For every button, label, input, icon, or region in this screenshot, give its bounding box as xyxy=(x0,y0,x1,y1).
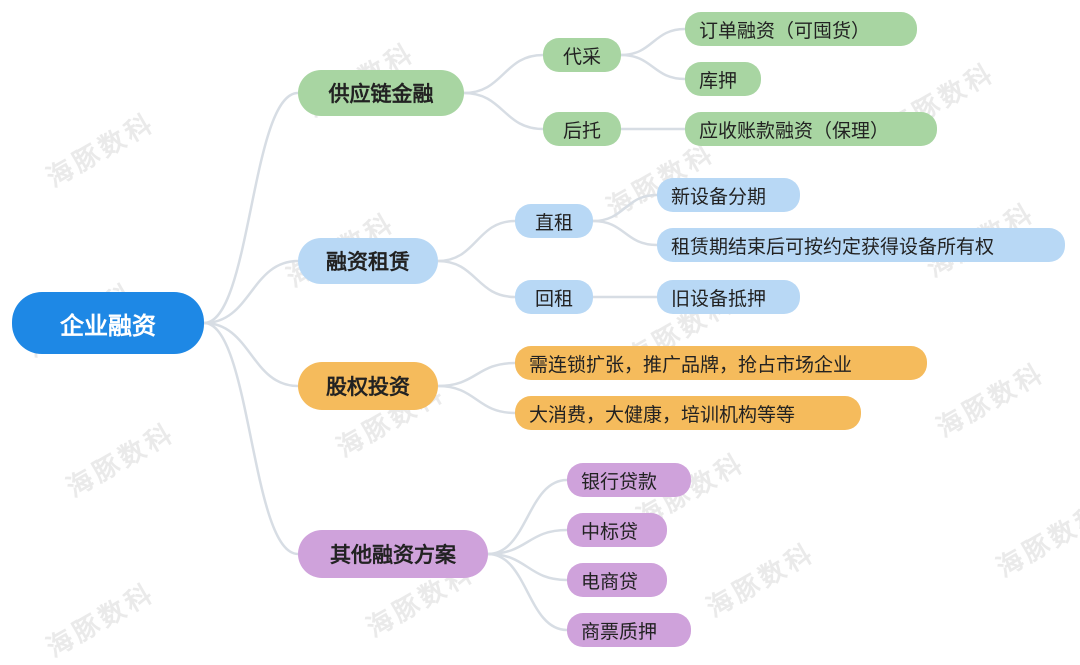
leaf-ownership-after-lease: 租赁期结束后可按约定获得设备所有权 xyxy=(657,228,1065,262)
leaf-new-equipment-installment: 新设备分期 xyxy=(657,178,800,212)
connector-line xyxy=(487,528,568,556)
leaf-warehouse-pledge: 库押 xyxy=(685,62,761,96)
leaf-consumer-health-training: 大消费，大健康，培训机构等等 xyxy=(515,396,861,430)
connector-line xyxy=(203,321,299,388)
sub-node-direct-lease: 直租 xyxy=(515,204,593,238)
connector-line xyxy=(620,53,686,81)
sub-node-post-entrust: 后托 xyxy=(543,112,621,146)
leaf-receivables-financing: 应收账款融资（保理） xyxy=(685,112,937,146)
leaf-bank-loan: 银行贷款 xyxy=(567,463,691,497)
leaf-ecommerce-loan: 电商贷 xyxy=(567,563,667,597)
branch-equity-investment: 股权投资 xyxy=(298,362,438,410)
connector-line xyxy=(437,384,516,415)
sub-node-purchasing: 代采 xyxy=(543,38,621,72)
connector-line xyxy=(487,478,568,556)
leaf-old-equipment-mortgage: 旧设备抵押 xyxy=(657,280,800,314)
branch-supply-chain-finance: 供应链金融 xyxy=(298,70,464,116)
connector-line xyxy=(487,552,568,632)
connector-line xyxy=(463,53,544,95)
sub-node-leaseback: 回租 xyxy=(515,280,593,314)
connector-line xyxy=(620,27,686,57)
leaf-commercial-bill-pledge: 商票质押 xyxy=(567,613,691,647)
leaf-bid-loan: 中标贷 xyxy=(567,513,667,547)
branch-financial-leasing: 融资租赁 xyxy=(298,238,438,284)
connector-line xyxy=(203,91,299,325)
connector-line xyxy=(437,219,516,263)
root-node: 企业融资 xyxy=(12,292,204,354)
branch-other-financing: 其他融资方案 xyxy=(298,530,488,578)
leaf-order-financing: 订单融资（可囤货） xyxy=(685,12,917,46)
connector-line xyxy=(437,361,516,388)
leaf-chain-expansion: 需连锁扩张，推广品牌，抢占市场企业 xyxy=(515,346,927,380)
connector-line xyxy=(203,259,299,325)
connector-line xyxy=(463,91,544,131)
connector-line xyxy=(487,552,568,582)
connector-line xyxy=(592,193,658,223)
connector-line xyxy=(203,321,299,556)
connector-line xyxy=(437,259,516,299)
connector-line xyxy=(592,219,658,247)
